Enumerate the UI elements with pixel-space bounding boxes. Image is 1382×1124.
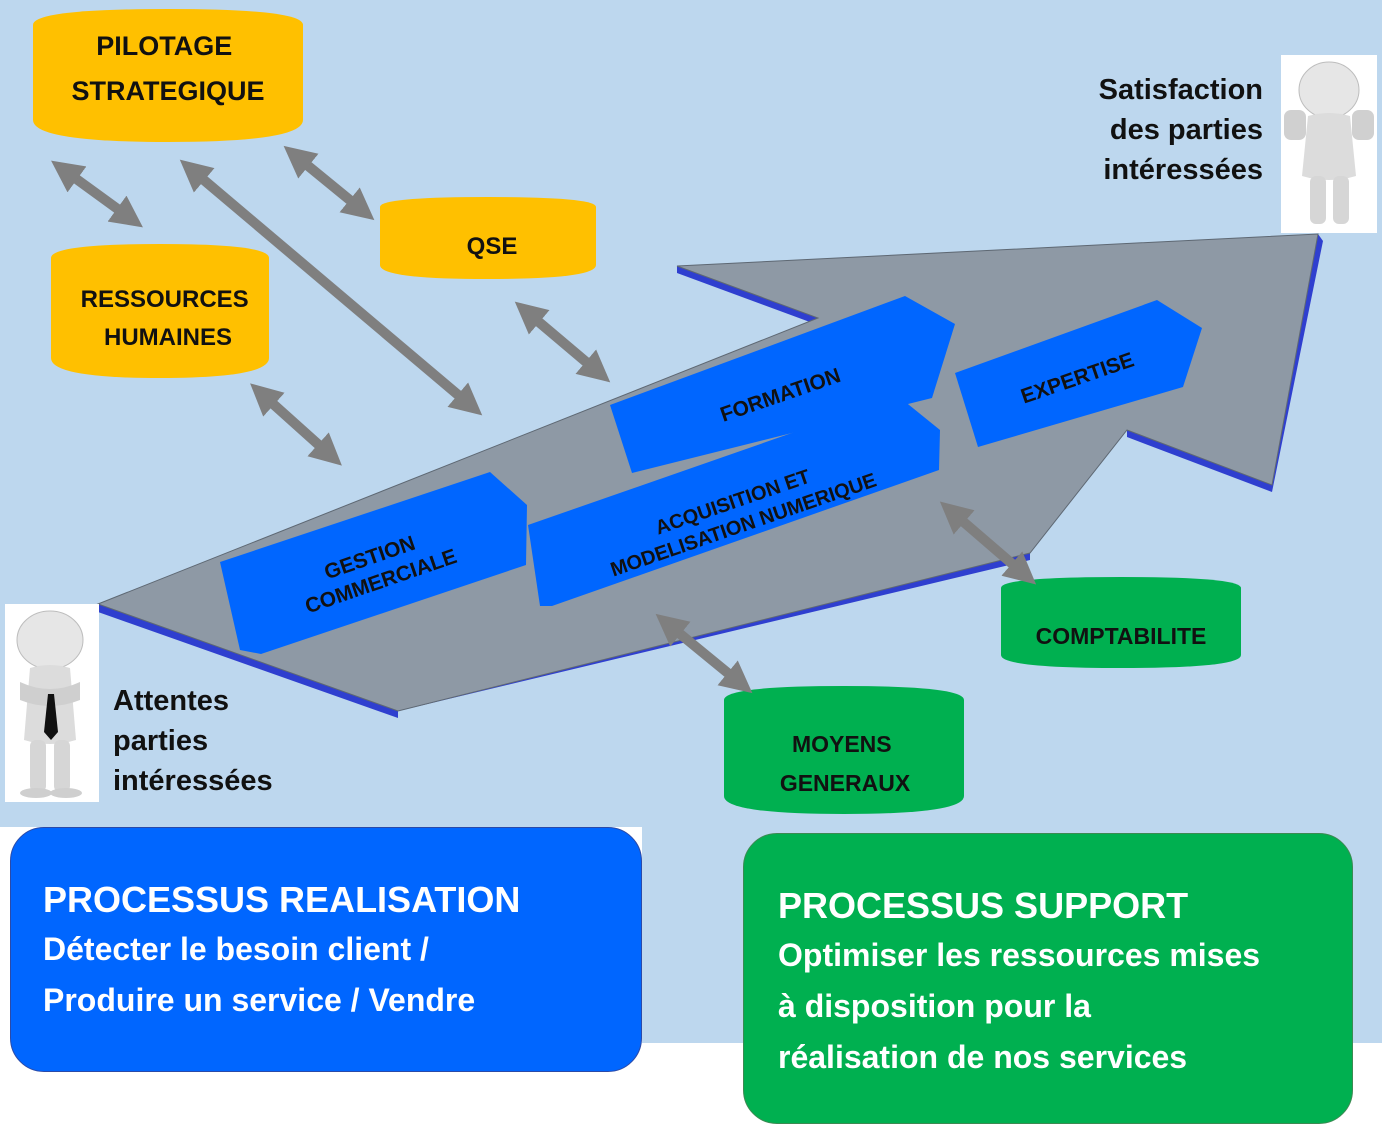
figure-thumbs-up-icon [1281,55,1377,233]
satisfaction-line: intéressées [1103,154,1263,186]
box-support-title: PROCESSUS SUPPORT [778,885,1189,926]
box-processus-realisation: PROCESSUS REALISATION Détecter le besoin… [10,827,642,1072]
main-arrow-edge [677,266,818,325]
label-qse: QSE [467,233,518,260]
process-gestion-commerciale [220,472,527,654]
connector-qse-process [514,301,611,383]
process-formation [610,296,955,473]
box-support-line: réalisation de nos services [778,1039,1188,1075]
label-pilotage: PILOTAGE STRATEGIQUE [71,31,264,106]
attentes-line: Attentes [113,685,230,717]
process-acquisition-modelisation [528,396,940,606]
label-moyens-generaux: MOYENS GENERAUX [780,731,911,796]
connector-pilotage-process [179,159,483,416]
main-arrow-edge [1272,234,1323,492]
box-realisation-line: Détecter le besoin client / [43,931,429,967]
figure-arms-crossed-icon [5,604,99,802]
main-arrow-edge [1127,430,1272,492]
box-support-line: à disposition pour la [778,988,1091,1024]
cylinder-comptabilite [1001,577,1241,668]
satisfaction-line: des parties [1109,114,1263,146]
process-expertise [955,300,1202,447]
attentes-line: parties [113,725,209,757]
satisfaction-line: Satisfaction [1098,74,1263,106]
box-processus-support: PROCESSUS SUPPORT Optimiser les ressourc… [743,833,1353,1124]
box-support-line: Optimiser les ressources mises [778,937,1261,973]
box-realisation-title: PROCESSUS REALISATION [43,879,521,920]
cylinder-moyens-generaux [724,686,964,814]
label-comptabilite: COMPTABILITE [1036,623,1207,649]
label-satisfaction-parties: Satisfaction des parties intéressées [1099,70,1263,190]
box-realisation-line: Produire un service / Vendre [43,982,476,1018]
connector-process-moyens [655,613,753,694]
connector-rh-process [250,383,342,466]
attentes-line: intéressées [113,765,273,797]
label-attentes-parties: Attentes parties intéressées [113,681,273,801]
label-ressources-humaines: RESSOURCES HUMAINES [81,286,256,351]
cylinder-pilotage-strategique [33,9,303,142]
connector-process-comptabilite [939,501,1037,585]
connector-pilotage-rh [51,160,143,228]
connector-pilotage-qse [283,145,375,221]
